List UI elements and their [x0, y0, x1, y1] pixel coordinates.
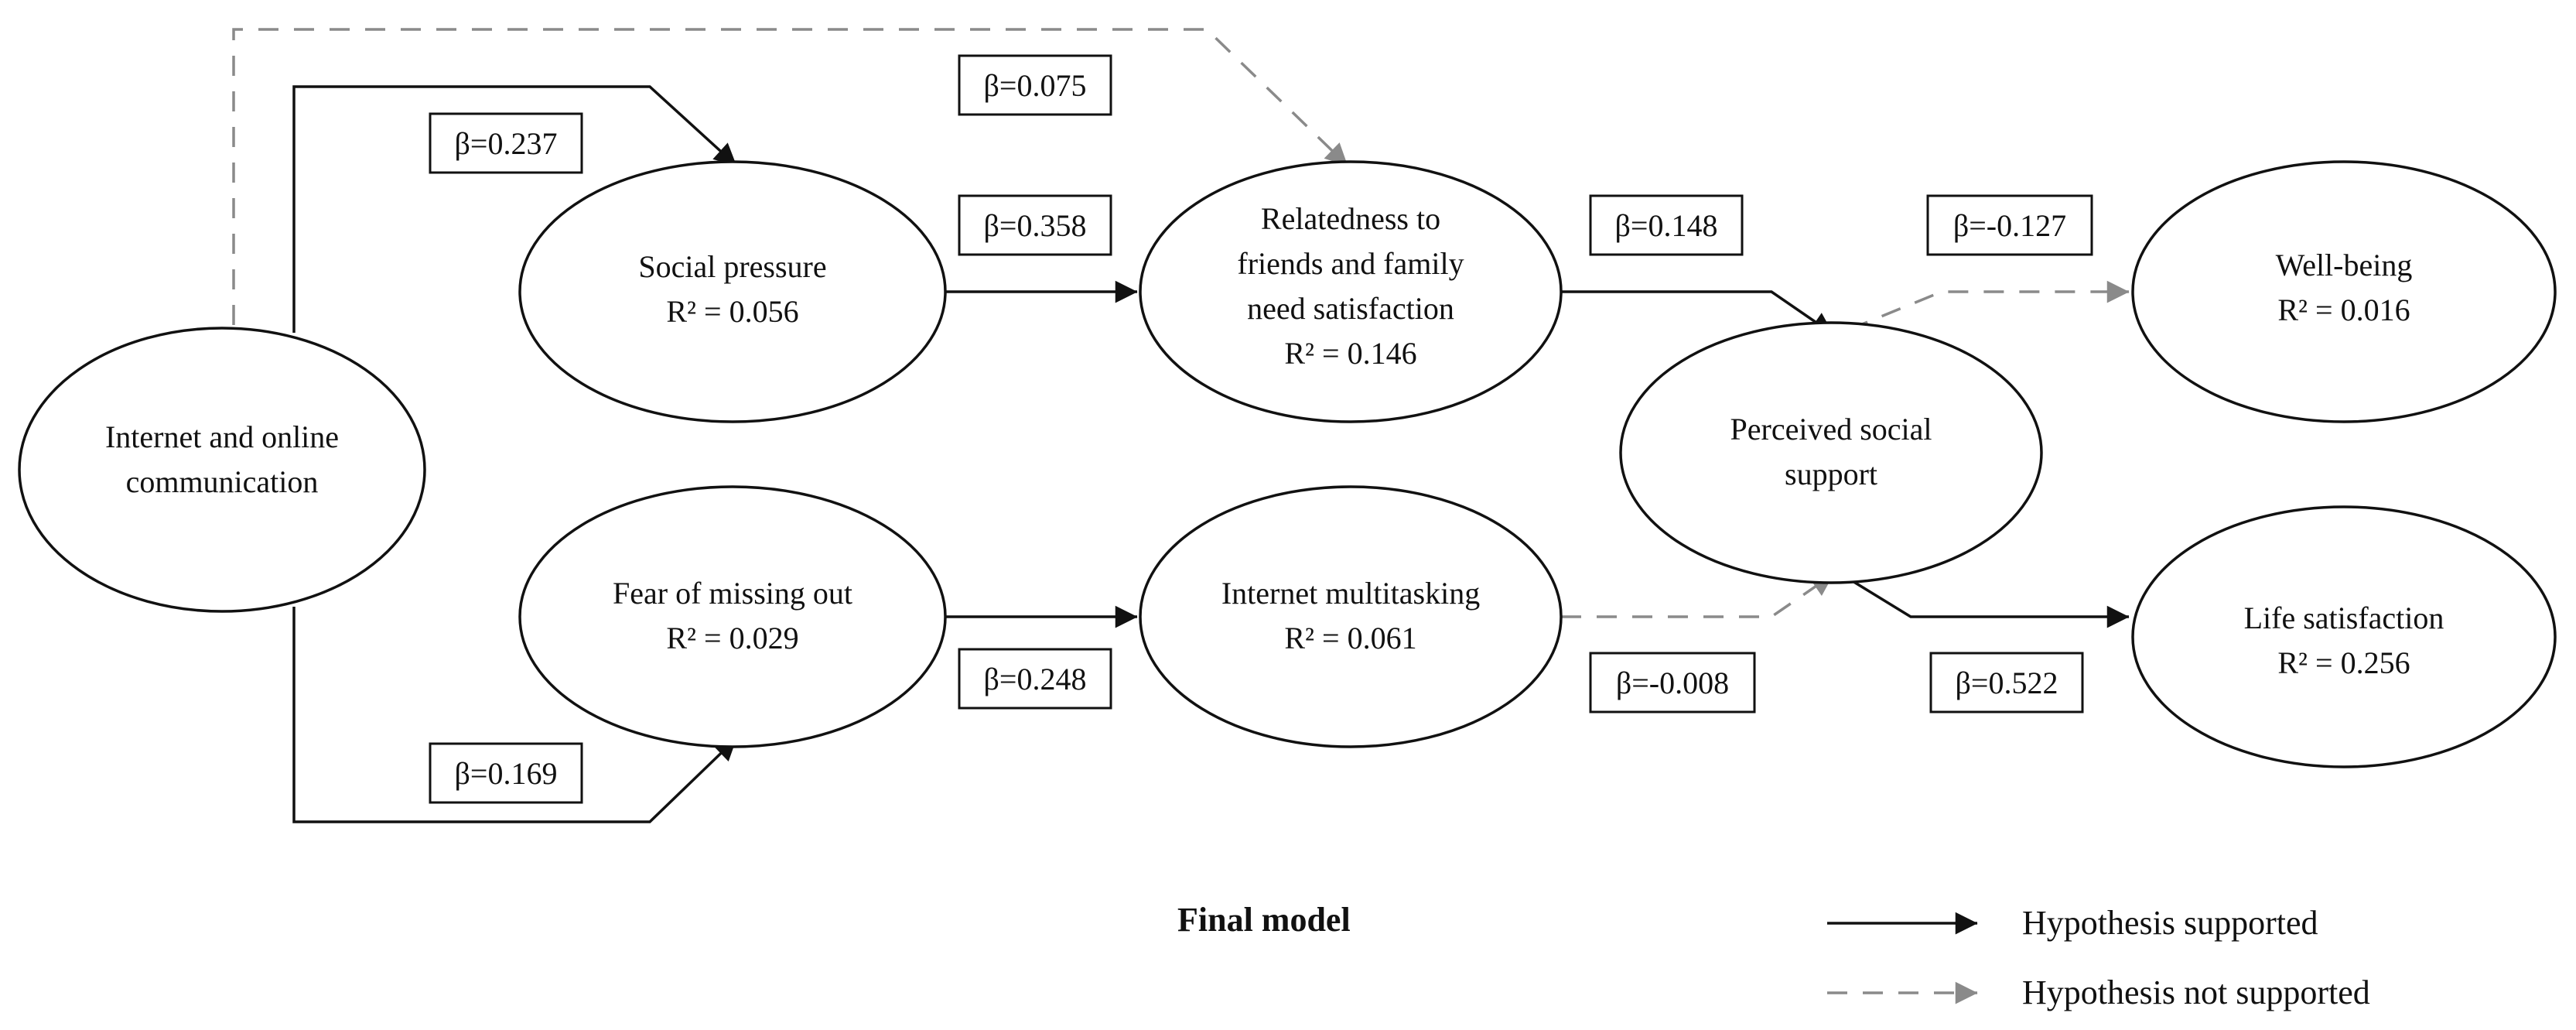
node-life-satisfaction-line-1: Life satisfaction — [2244, 601, 2444, 635]
coef-social-pressure-to-relatedness: β=0.358 — [958, 194, 1112, 256]
coef-internet-to-relatedness: β=0.075 — [958, 54, 1112, 116]
node-perceived-social-support: Perceived social support — [1619, 321, 2043, 584]
node-life-satisfaction-line-2: R² = 0.256 — [2277, 645, 2410, 680]
coefficient-labels: β=0.075 β=0.237 β=0.169 β=0.358 β=0.248 … — [429, 54, 2093, 804]
node-multitasking-line-1: Internet multitasking — [1221, 576, 1480, 611]
node-fomo-line-1: Fear of missing out — [613, 576, 852, 611]
node-social-pressure: Social pressure R² = 0.056 — [518, 160, 947, 423]
coef-perceived-support-to-life-satisfaction: β=0.522 — [1929, 652, 2084, 713]
svg-text:β=-0.008: β=-0.008 — [1616, 666, 1729, 700]
node-perceived-support-line-1: Perceived social — [1730, 412, 1932, 447]
legend-supported: Hypothesis supported — [1827, 904, 2318, 942]
node-perceived-support-line-2: support — [1785, 457, 1877, 491]
legend-not-supported: Hypothesis not supported — [1827, 974, 2370, 1011]
svg-text:β=0.522: β=0.522 — [1956, 666, 2058, 700]
node-social-pressure-line-2: R² = 0.056 — [666, 294, 798, 329]
node-well-being: Well-being R² = 0.016 — [2131, 160, 2557, 423]
edge-internet-to-relatedness — [232, 28, 1349, 325]
node-relatedness-line-2: friends and family — [1237, 246, 1464, 281]
node-internet-communication: Internet and online communication — [18, 327, 426, 613]
nodes-layer: Internet and online communication Social… — [18, 160, 2557, 768]
svg-text:β=-0.127: β=-0.127 — [1953, 208, 2066, 243]
node-relatedness-line-4: R² = 0.146 — [1284, 336, 1416, 371]
svg-text:β=0.075: β=0.075 — [984, 68, 1087, 103]
svg-text:β=0.148: β=0.148 — [1615, 208, 1718, 243]
coef-internet-to-fomo: β=0.169 — [429, 742, 583, 804]
diagram-caption: Final model — [1177, 901, 1351, 939]
edge-perceived-support-to-life-satisfaction — [1848, 577, 2130, 628]
edge-internet-to-fomo — [292, 607, 738, 823]
node-fear-of-missing-out: Fear of missing out R² = 0.029 — [518, 485, 947, 748]
edge-multitasking-to-perceived-support — [1561, 573, 1834, 618]
node-social-pressure-line-1: Social pressure — [638, 249, 826, 284]
coef-perceived-support-to-wellbeing: β=-0.127 — [1926, 194, 2093, 256]
node-internet-multitasking: Internet multitasking R² = 0.061 — [1139, 485, 1563, 748]
svg-text:β=0.248: β=0.248 — [984, 662, 1087, 696]
svg-text:β=0.358: β=0.358 — [984, 208, 1087, 243]
legend-not-supported-label: Hypothesis not supported — [2022, 974, 2370, 1011]
node-fomo-line-2: R² = 0.029 — [666, 621, 798, 655]
node-life-satisfaction: Life satisfaction R² = 0.256 — [2131, 505, 2557, 768]
node-relatedness: Relatedness to friends and family need s… — [1139, 160, 1563, 423]
node-relatedness-line-3: need satisfaction — [1247, 291, 1454, 326]
node-multitasking-line-2: R² = 0.061 — [1284, 621, 1416, 655]
legend: Hypothesis supported Hypothesis not supp… — [1827, 904, 2370, 1011]
node-wellbeing-line-2: R² = 0.016 — [2277, 293, 2410, 327]
node-internet-line-1: Internet and online — [105, 419, 339, 454]
edges-layer — [232, 28, 2130, 823]
edge-perceived-support-to-wellbeing — [1848, 280, 2130, 331]
legend-supported-label: Hypothesis supported — [2022, 904, 2318, 942]
coef-relatedness-to-perceived-support: β=0.148 — [1589, 194, 1744, 256]
coef-internet-to-social-pressure: β=0.237 — [429, 112, 583, 174]
coef-multitasking-to-perceived-support: β=-0.008 — [1589, 652, 1756, 713]
coef-fomo-to-multitasking: β=0.248 — [958, 648, 1112, 710]
svg-text:β=0.169: β=0.169 — [455, 756, 558, 791]
node-wellbeing-line-1: Well-being — [2276, 248, 2413, 282]
svg-text:β=0.237: β=0.237 — [455, 126, 558, 161]
node-relatedness-line-1: Relatedness to — [1261, 201, 1440, 236]
edge-internet-to-social-pressure — [292, 85, 738, 333]
edge-relatedness-to-perceived-support — [1561, 290, 1834, 336]
node-internet-line-2: communication — [126, 464, 319, 499]
